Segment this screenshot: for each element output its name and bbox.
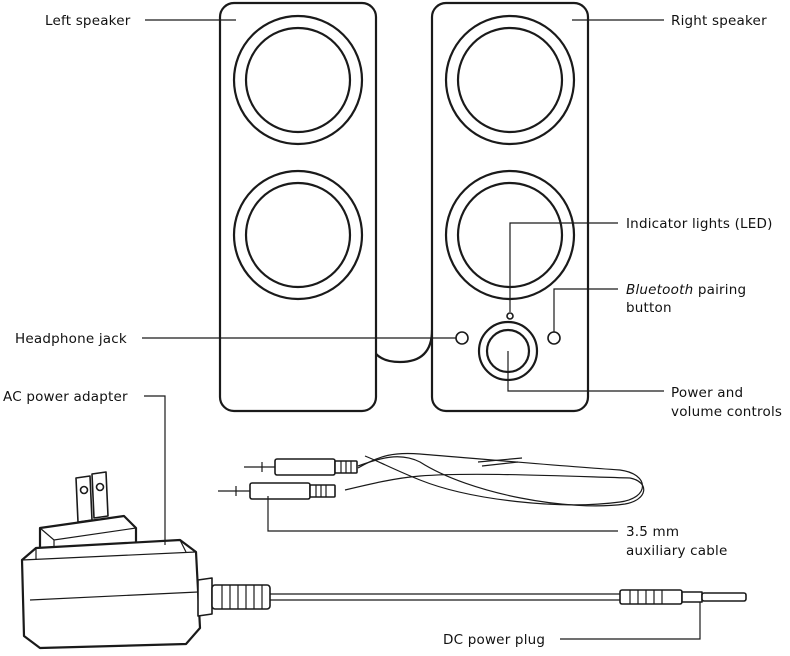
labels: Left speaker Right speaker Indicator lig… xyxy=(3,13,782,648)
left-speaker-bottom-driver xyxy=(232,169,364,301)
label-headphone-jack: Headphone jack xyxy=(15,331,127,347)
label-power-volume-line2: volume controls xyxy=(671,404,782,420)
label-bluetooth-pairing-line2: button xyxy=(626,300,672,316)
indicator-led xyxy=(506,312,514,320)
aux-plug-lower xyxy=(218,482,336,500)
label-indicator-lights: Indicator lights (LED) xyxy=(626,216,773,232)
label-left-speaker: Left speaker xyxy=(45,13,131,29)
label-ac-power-adapter: AC power adapter xyxy=(3,389,128,405)
label-bluetooth-italic: Bluetooth xyxy=(626,282,693,298)
dc-power-plug xyxy=(619,589,747,605)
label-dc-power-plug: DC power plug xyxy=(443,632,545,648)
bluetooth-pairing-button[interactable] xyxy=(547,331,561,345)
label-right-speaker: Right speaker xyxy=(671,13,767,29)
callout-power-volume xyxy=(507,351,664,392)
label-bluetooth-rest: pairing xyxy=(693,282,746,298)
label-power-volume-line1: Power and xyxy=(671,385,743,401)
label-aux-cable-line2: auxiliary cable xyxy=(626,543,728,559)
label-aux-cable-line1: 3.5 mm xyxy=(626,524,679,540)
dc-cable xyxy=(270,593,620,601)
callout-bluetooth-button xyxy=(553,288,618,332)
label-bluetooth-pairing: Bluetooth pairing xyxy=(626,282,746,298)
callout-dc-plug xyxy=(560,602,701,640)
speaker-bridge xyxy=(366,329,434,364)
left-speaker xyxy=(218,1,434,413)
headphone-jack[interactable] xyxy=(455,331,469,345)
callout-indicator-lights xyxy=(509,222,618,312)
callout-ac-adapter xyxy=(144,395,166,545)
callout-lines xyxy=(142,19,701,640)
aux-plug-upper xyxy=(244,458,358,476)
right-speaker-top-driver xyxy=(444,14,576,146)
left-speaker-top-driver xyxy=(232,14,364,146)
aux-cable xyxy=(218,452,645,507)
ac-power-adapter xyxy=(20,471,271,650)
right-speaker xyxy=(430,1,590,413)
callout-aux-cable xyxy=(267,496,618,532)
